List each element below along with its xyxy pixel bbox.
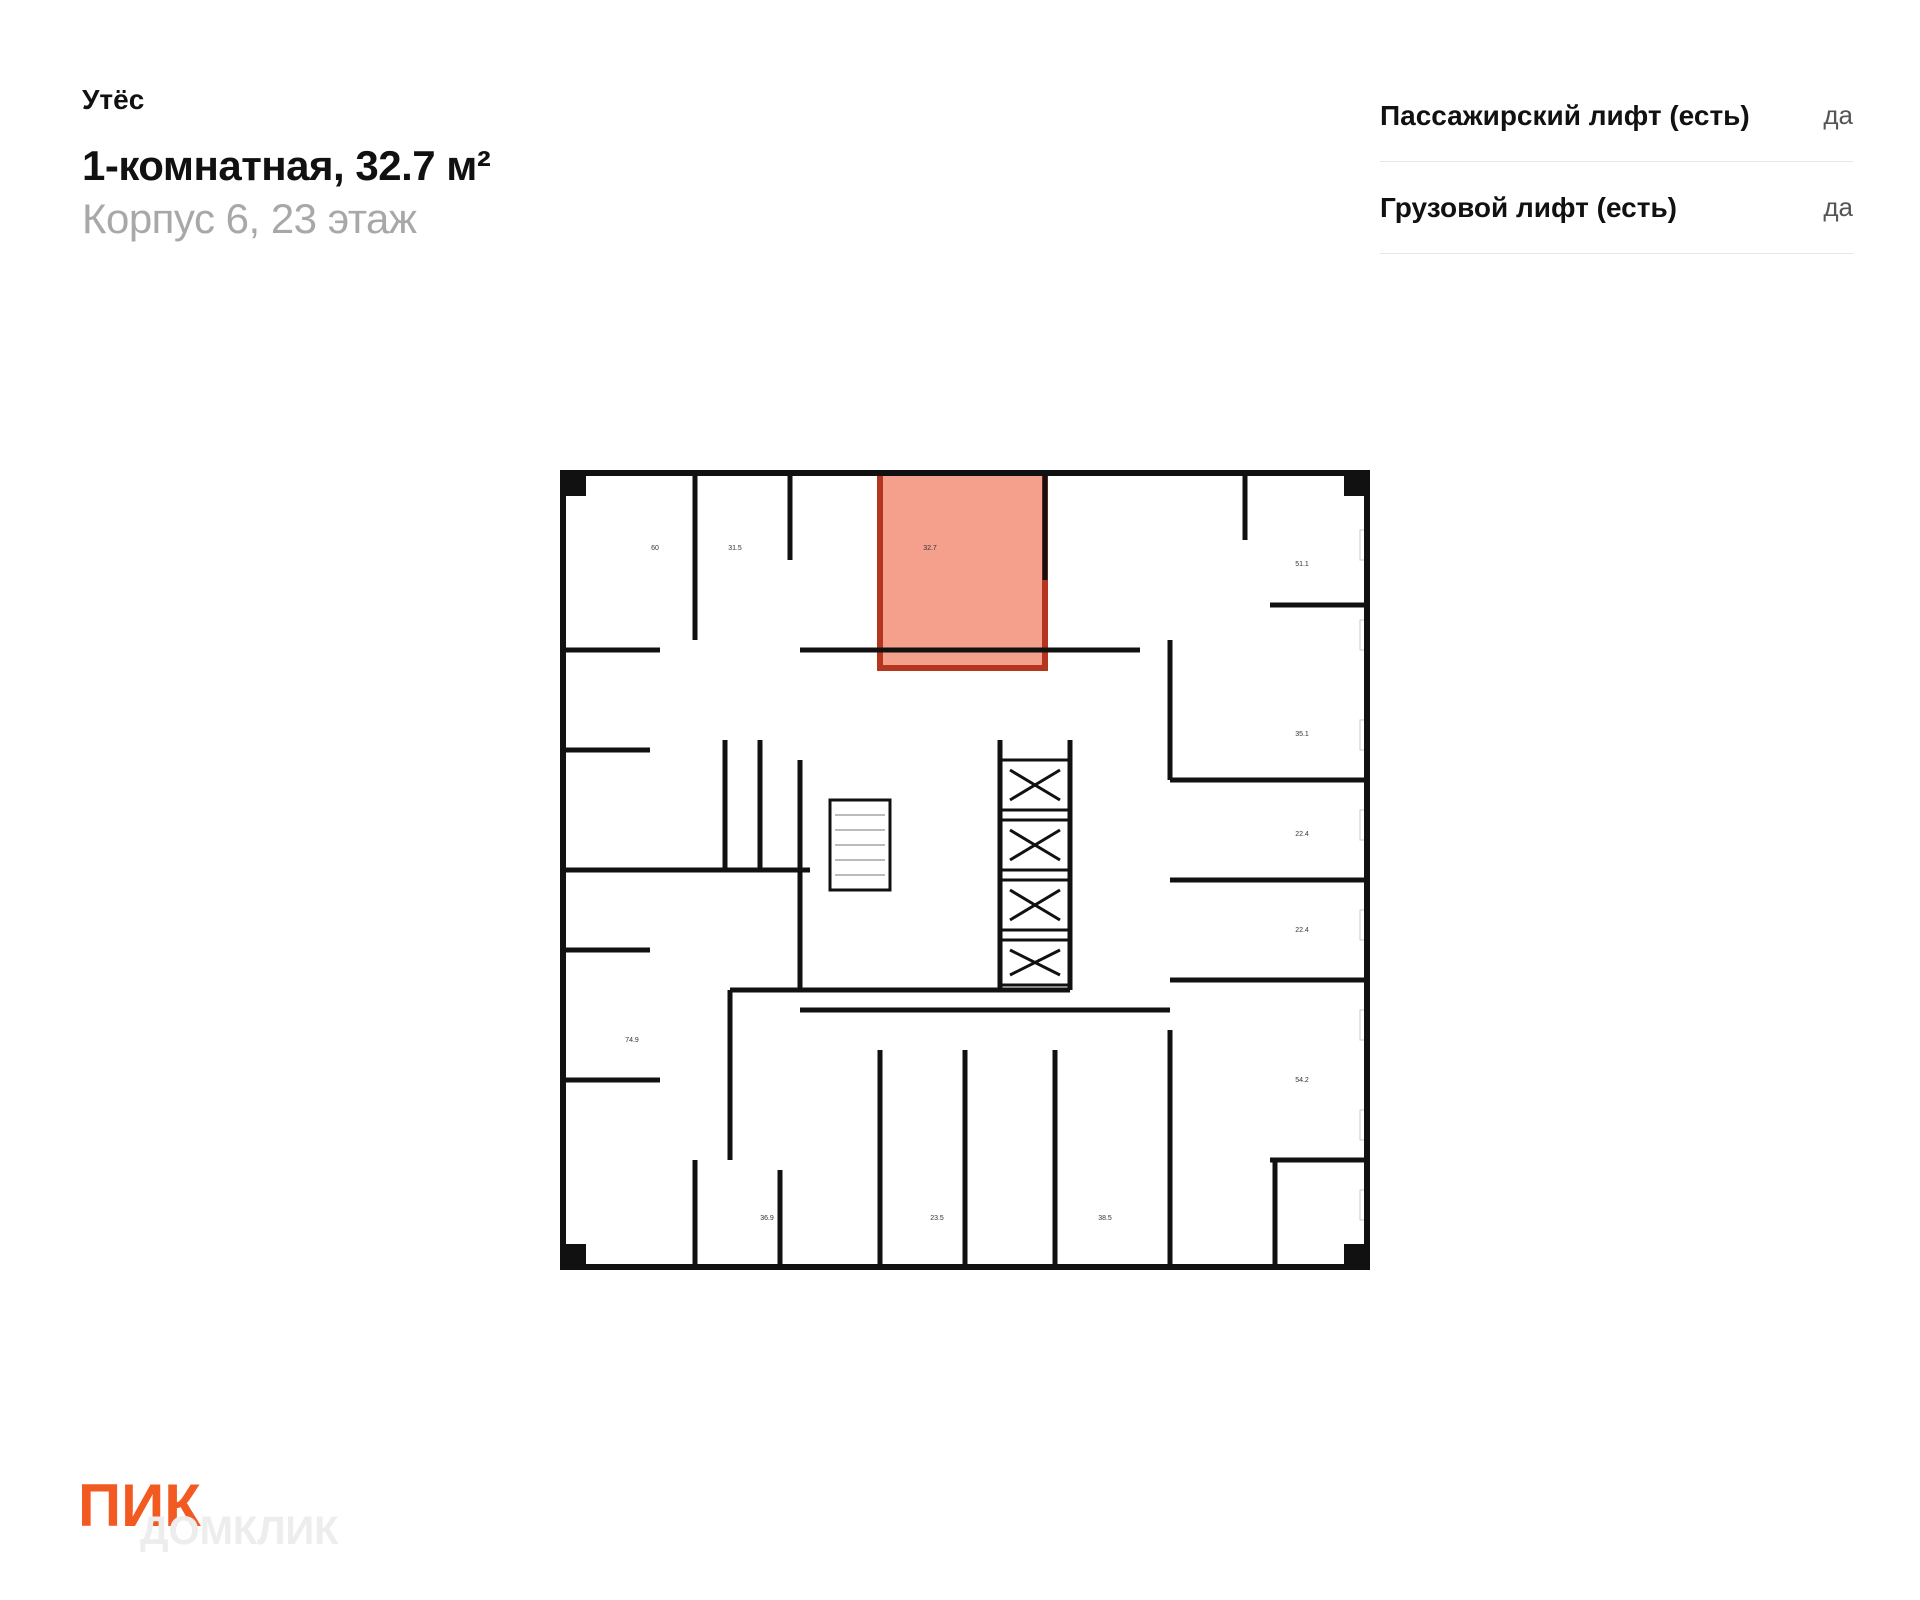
apartment-location: Корпус 6, 23 этаж	[82, 195, 417, 242]
feature-value: да	[1823, 192, 1853, 222]
unit-area-label: 22.4	[1295, 831, 1309, 838]
selected-apartment[interactable]	[877, 470, 1048, 671]
unit-area-label: 32.7	[923, 545, 937, 552]
unit-area-label: 36.9	[760, 1215, 774, 1222]
partner-logo-text: ДОМКЛИК	[140, 1509, 339, 1553]
features-list: Пассажирский лифт (есть) да Грузовой лиф…	[1380, 70, 1853, 254]
feature-label: Грузовой лифт (есть)	[1380, 191, 1677, 223]
unit-area-label: 60	[651, 545, 659, 552]
feature-freight-lift: Грузовой лифт (есть) да	[1380, 162, 1853, 254]
unit-area-label: 38.5	[1098, 1215, 1112, 1222]
feature-label: Пассажирский лифт (есть)	[1380, 99, 1750, 131]
apartment-title: 1-комнатная, 32.7 м²	[82, 142, 491, 189]
unit-area-label: 31.5	[728, 545, 742, 552]
brand-logo-text: ПИК	[78, 1476, 201, 1539]
floor-plan: 60 31.5 32.7 51.1 35.1 22.4 22.4 74.9 54…	[560, 470, 1370, 1270]
elevator-shafts	[998, 758, 1072, 987]
unit-area-label: 51.1	[1295, 561, 1309, 568]
unit-area-label: 54.2	[1295, 1077, 1309, 1084]
feature-value: да	[1823, 100, 1853, 130]
unit-area-label: 22.4	[1295, 927, 1309, 934]
stairwell	[828, 798, 892, 892]
unit-labels: 60 31.5 32.7 51.1 35.1 22.4 22.4 74.9 54…	[625, 545, 1309, 1222]
pik-domclick-logo: ПИК ДОМКЛИК	[78, 1476, 339, 1553]
unit-area-label: 74.9	[625, 1037, 639, 1044]
unit-area-label: 35.1	[1295, 731, 1309, 738]
project-name: Утёс	[82, 84, 145, 115]
unit-area-label: 23.5	[930, 1215, 944, 1222]
feature-passenger-lift: Пассажирский лифт (есть) да	[1380, 70, 1853, 162]
